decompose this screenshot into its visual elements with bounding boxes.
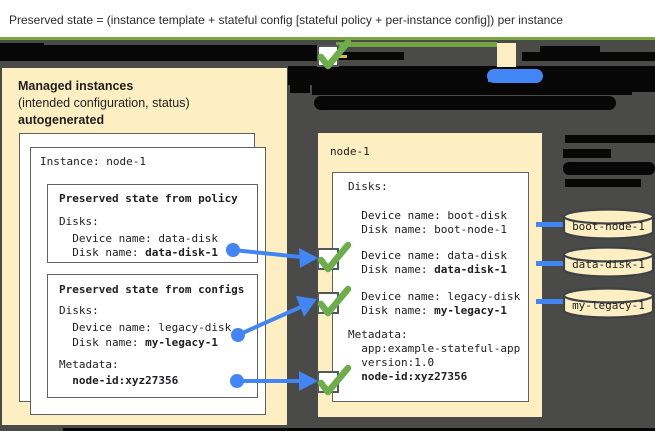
configs-disk-label: Disk name: — [59, 336, 146, 349]
disk-cylinder-boot: boot-node-1 — [562, 207, 655, 241]
vm-legacy-disk-line: Disk name: my-legacy-1 — [348, 304, 507, 317]
vm-legacy-disk-label: Disk name: — [348, 304, 435, 317]
vm-disks-heading: Disks: — [348, 180, 388, 193]
vm-metadata-line-3: node-id:xyz27356 — [348, 370, 467, 383]
checkbox-data-disk — [317, 241, 352, 273]
policy-box-title: Preserved state from policy — [59, 192, 238, 205]
vm-metadata-line-2: version:1.0 — [348, 356, 435, 369]
disk-cylinder-legacy: my-legacy-1 — [562, 286, 655, 320]
disk-connector-boot — [536, 222, 569, 227]
redacted-bar — [63, 428, 655, 431]
disk-label: my-legacy-1 — [572, 299, 645, 312]
configs-disks-heading: Disks: — [59, 304, 99, 317]
disk-cylinder-icon — [562, 287, 655, 319]
disk-connector-legacy — [536, 299, 569, 304]
configs-metadata-indent — [59, 374, 72, 387]
checkbox-top — [317, 38, 352, 70]
vm-card — [332, 172, 529, 402]
redacted-blue-mark — [488, 77, 534, 82]
vm-data-disk-label: Disk name: — [348, 263, 435, 276]
disk-label: boot-node-1 — [572, 220, 645, 233]
redacted-bar — [565, 179, 641, 187]
disk-label: data-disk-1 — [572, 258, 645, 271]
green-checkmark-icon — [317, 38, 352, 70]
green-checkmark-icon — [317, 241, 352, 273]
redacted-bar — [540, 46, 600, 52]
node-1-panel-title: node-1 — [330, 145, 370, 158]
preserved-state-configs-box — [47, 274, 258, 398]
redacted-bar — [312, 85, 632, 95]
policy-device-line: Device name: data-disk — [59, 232, 218, 245]
vm-data-disk-value: data-disk-1 — [434, 263, 507, 276]
panel-subheading: (intended configuration, status) — [18, 96, 190, 110]
configs-box-title: Preserved state from configs — [59, 283, 245, 296]
redacted-bar — [522, 52, 655, 61]
vm-metadata-line-1: app:example-stateful-app — [348, 342, 521, 355]
vm-legacy-device-line: Device name: legacy-disk — [348, 290, 521, 303]
redacted-bar — [514, 96, 596, 103]
policy-disks-heading: Disks: — [59, 215, 99, 228]
green-connector-bar — [336, 42, 497, 47]
configs-disk-line: Disk name: my-legacy-1 — [59, 336, 218, 349]
configs-device-line: Device name: legacy-disk — [59, 321, 232, 334]
disk-connector-data — [536, 261, 569, 266]
policy-disk-label: Disk name: — [59, 246, 146, 259]
redacted-bar — [0, 45, 318, 61]
instance-card-title: Instance: node-1 — [40, 155, 146, 168]
configs-metadata-value: node-id:xyz27356 — [72, 374, 179, 387]
configs-metadata-heading: Metadata: — [59, 358, 119, 371]
checkbox-legacy-disk — [317, 285, 352, 317]
green-checkmark-icon — [317, 364, 352, 396]
preserved-state-policy-box — [47, 184, 258, 263]
vm-boot-disk-line: Disk name: boot-node-1 — [348, 223, 507, 236]
template-mini-box — [497, 43, 516, 67]
panel-subheading-2: autogenerated — [18, 113, 105, 127]
yellow-dash — [334, 55, 347, 58]
panel-heading: Managed instances — [18, 79, 134, 93]
vm-legacy-disk-value: my-legacy-1 — [434, 304, 507, 317]
configs-disk-value: my-legacy-1 — [145, 336, 218, 349]
redacted-bar — [563, 162, 655, 175]
banner-text: Preserved state = (instance template + s… — [9, 13, 563, 27]
redacted-bar — [563, 149, 611, 158]
green-checkmark-icon — [317, 285, 352, 317]
disk-cylinder-data: data-disk-1 — [562, 245, 655, 279]
vm-data-disk-line: Disk name: data-disk-1 — [348, 263, 507, 276]
vm-metadata-heading: Metadata: — [348, 328, 408, 341]
redacted-bar — [338, 52, 404, 60]
vm-data-device-line: Device name: data-disk — [348, 249, 507, 262]
disk-cylinder-icon — [562, 208, 655, 240]
checkbox-metadata — [317, 364, 352, 396]
policy-disk-line: Disk name: data-disk-1 — [59, 246, 218, 259]
vm-boot-device-line: Device name: boot-disk — [348, 209, 507, 222]
configs-metadata-line: node-id:xyz27356 — [59, 374, 178, 387]
redacted-bar — [565, 135, 655, 143]
vm-metadata-bold-value: node-id:xyz27356 — [361, 370, 468, 383]
disk-cylinder-icon — [562, 246, 655, 278]
policy-disk-value: data-disk-1 — [145, 246, 218, 259]
banner: Preserved state = (instance template + s… — [0, 0, 655, 40]
redacted-bar — [290, 85, 310, 93]
